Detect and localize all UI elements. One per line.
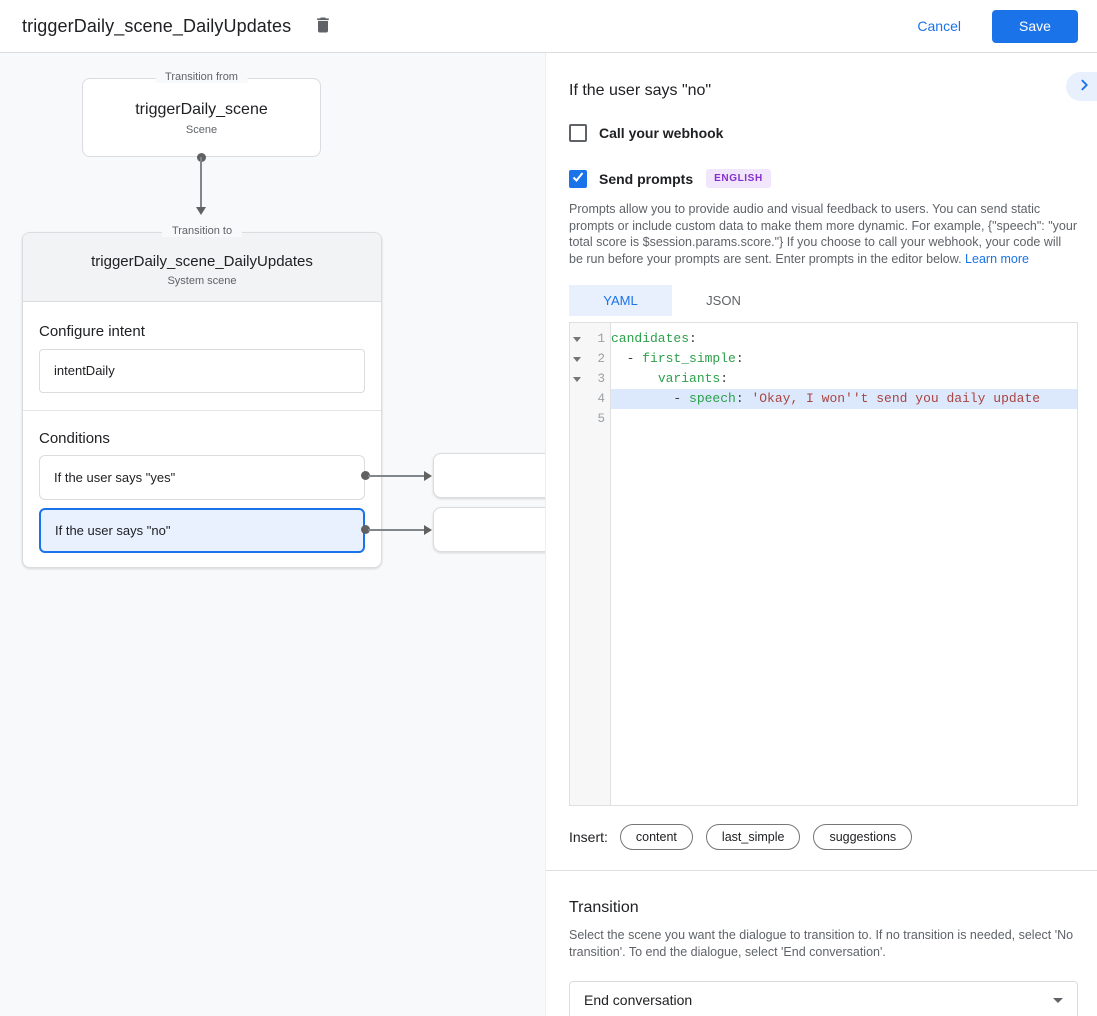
transition-section-heading: Transition xyxy=(569,899,639,916)
intent-item[interactable]: intentDaily xyxy=(39,349,365,393)
line-number: 5 xyxy=(597,412,605,426)
editor-code[interactable]: candidates: - first_simple: variants: - … xyxy=(611,323,1077,805)
arrowhead-right-icon xyxy=(424,471,432,481)
delete-button[interactable] xyxy=(309,12,337,40)
webhook-checkbox-row: Call your webhook xyxy=(569,124,1078,142)
condition-target-node[interactable] xyxy=(433,453,545,498)
chevron-right-icon xyxy=(1078,78,1092,95)
code-line[interactable]: variants: xyxy=(611,369,1077,389)
editor-format-tabs: YAML JSON xyxy=(569,285,1078,316)
prompts-checkbox-label: Send prompts xyxy=(599,170,694,187)
connector-dot xyxy=(361,525,370,534)
code-line[interactable] xyxy=(611,409,1077,429)
main-area: Transition from triggerDaily_scene Scene… xyxy=(0,53,1097,1016)
code-token: 'Okay, I won''t send you daily update xyxy=(751,391,1041,406)
section-divider xyxy=(546,870,1097,871)
gutter-row: 5 xyxy=(570,409,610,429)
code-token: : xyxy=(735,351,744,366)
fold-arrow-icon[interactable] xyxy=(570,357,583,362)
code-token xyxy=(611,371,658,386)
webhook-checkbox-label: Call your webhook xyxy=(599,125,724,141)
arrowhead-down-icon xyxy=(196,207,206,215)
connector-line xyxy=(200,157,202,207)
code-token: - xyxy=(611,391,690,406)
header-bar: triggerDaily_scene_DailyUpdates Cancel S… xyxy=(0,0,1097,53)
insert-chip-content[interactable]: content xyxy=(619,824,693,850)
webhook-checkbox[interactable] xyxy=(569,124,587,142)
insert-chip-suggestions[interactable]: suggestions xyxy=(813,824,913,850)
prompts-description: Prompts allow you to provide audio and v… xyxy=(569,201,1078,267)
prompts-checkbox[interactable] xyxy=(569,169,587,188)
from-scene-type: Scene xyxy=(185,124,218,136)
condition-item-yes[interactable]: If the user says "yes" xyxy=(39,455,365,500)
prompts-checkbox-row: Send prompts ENGLISH xyxy=(569,169,1078,188)
code-token: speech xyxy=(689,391,736,406)
page-title: triggerDaily_scene_DailyUpdates xyxy=(22,15,292,36)
collapse-panel-button[interactable] xyxy=(1066,72,1097,101)
transition-from-label: Transition from xyxy=(155,71,248,83)
dropdown-caret-icon xyxy=(1053,997,1063,1003)
card-divider xyxy=(23,410,381,411)
fold-arrow-icon[interactable] xyxy=(570,337,583,342)
arrowhead-right-icon xyxy=(424,525,432,535)
code-line[interactable]: - first_simple: xyxy=(611,349,1077,369)
code-line[interactable]: candidates: xyxy=(611,329,1077,349)
transition-select-value: End conversation xyxy=(584,992,693,1008)
prompts-description-text: Prompts allow you to provide audio and v… xyxy=(569,202,1077,266)
code-token: : xyxy=(735,391,752,406)
scene-flow-canvas: Transition from triggerDaily_scene Scene… xyxy=(0,53,545,1016)
connector-dot xyxy=(361,471,370,480)
editor-gutter: 1 2 3 4 5 xyxy=(570,323,611,805)
transition-to-label: Transition to xyxy=(161,225,243,237)
condition-editor-panel: If the user says "no" Call your webhook … xyxy=(545,53,1097,1016)
condition-target-node[interactable] xyxy=(433,507,545,552)
transition-to-header: triggerDaily_scene_DailyUpdates System s… xyxy=(23,233,381,302)
line-number: 1 xyxy=(597,332,605,346)
code-token: variants xyxy=(657,371,721,386)
checkmark-icon xyxy=(572,170,584,188)
line-number: 4 xyxy=(597,392,605,406)
code-token: candidates xyxy=(611,331,690,346)
to-scene-type: System scene xyxy=(167,275,237,287)
line-number: 2 xyxy=(597,352,605,366)
save-button[interactable]: Save xyxy=(992,9,1078,43)
configure-intent-label: Configure intent xyxy=(39,323,145,340)
insert-chip-last-simple[interactable]: last_simple xyxy=(705,824,801,850)
transition-to-node[interactable]: Transition to triggerDaily_scene_DailyUp… xyxy=(22,225,382,568)
language-badge: ENGLISH xyxy=(706,169,771,188)
from-scene-name: triggerDaily_scene xyxy=(135,101,268,118)
line-number: 3 xyxy=(597,372,605,386)
connector-line xyxy=(368,475,424,477)
insert-label: Insert: xyxy=(569,829,608,845)
gutter-row: 4 xyxy=(570,389,610,409)
condition-item-no[interactable]: If the user says "no" xyxy=(39,508,365,553)
transition-select[interactable]: End conversation xyxy=(569,981,1078,1016)
tab-yaml[interactable]: YAML xyxy=(569,285,672,316)
conditions-label: Conditions xyxy=(39,430,110,447)
code-token: : xyxy=(689,331,697,346)
insert-row: Insert: content last_simple suggestions xyxy=(569,824,1078,850)
cancel-button[interactable]: Cancel xyxy=(917,18,961,34)
code-token: first_simple xyxy=(642,351,736,366)
gutter-row: 1 xyxy=(570,329,610,349)
panel-heading: If the user says "no" xyxy=(569,82,712,99)
transition-from-node[interactable]: Transition from triggerDaily_scene Scene xyxy=(82,71,321,157)
code-token: : xyxy=(720,371,729,386)
code-line[interactable]: - speech: 'Okay, I won''t send you daily… xyxy=(611,389,1077,409)
gutter-row: 3 xyxy=(570,369,610,389)
connector-line xyxy=(368,529,424,531)
trash-icon xyxy=(313,15,333,38)
learn-more-link[interactable]: Learn more xyxy=(965,251,1029,266)
code-token: - xyxy=(611,351,643,366)
gutter-row: 2 xyxy=(570,349,610,369)
yaml-code-editor[interactable]: 1 2 3 4 5 candidates: - first_simple: varian… xyxy=(569,322,1078,806)
tab-json[interactable]: JSON xyxy=(706,293,741,308)
fold-arrow-icon[interactable] xyxy=(570,377,583,382)
transition-description: Select the scene you want the dialogue t… xyxy=(569,928,1074,959)
to-scene-name: triggerDaily_scene_DailyUpdates xyxy=(91,253,313,270)
